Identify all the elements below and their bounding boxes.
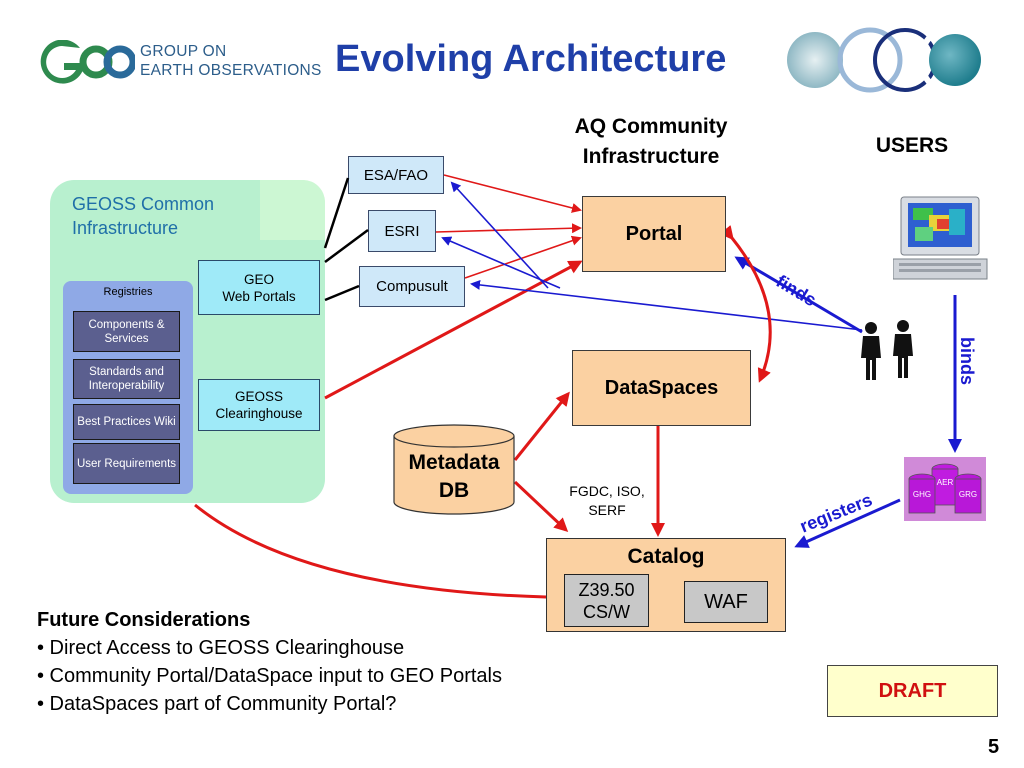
clearinghouse-line-2: Clearinghouse [215,406,303,421]
arrow-metadata-catalog [513,480,569,533]
metadata-line-1: Metadata [408,451,500,474]
arrow-to-esri [441,236,561,289]
geo-logo [40,39,137,89]
dataspaces-box: DataSpaces [572,350,751,426]
geoss-clearinghouse-box: GEOSS Clearinghouse [198,379,320,431]
fgdc-line-1: FGDC, ISO, [569,483,645,499]
clearinghouse-line-1: GEOSS [234,389,283,404]
db-label-aer: AER [937,478,954,487]
arrow-clearinghouse-portal [324,260,583,400]
aq-label-line-1: AQ Community [574,115,728,138]
users-people-icon [855,320,920,387]
registry-item-components: Components & Services [73,311,180,352]
z3950-csw-box: Z39.50 CS/W [564,574,649,627]
future-considerations: Future Considerations • Direct Access to… [37,606,502,718]
databases-icon: GHG AER GRG [904,457,986,526]
catalog-title: Catalog [627,545,705,568]
arrow-to-compusult [470,279,863,331]
arrow-esa-portal [443,174,582,213]
org-name: GROUP ON EARTH OBSERVATIONS [140,42,322,80]
future-heading: Future Considerations [37,609,251,631]
metadata-line-2: DB [438,479,470,502]
future-item-2: • Community Portal/DataSpace input to GE… [37,665,502,687]
gci-label-line-1: GEOSS Common [72,194,215,214]
computer-icon [892,195,991,288]
registry-item-user-requirements: User Requirements [73,443,180,484]
db-label-grg: GRG [959,490,977,499]
arrow-compusult-portal [464,235,582,279]
arrow-portal-dataspaces [719,225,772,383]
draft-badge: DRAFT [827,665,998,717]
z3950-line-1: Z39.50 [578,579,635,600]
gci-label-line-2: Infrastructure [72,218,179,238]
arrow-metadata-dataspaces [513,391,570,461]
arrow-to-esa [450,181,549,289]
page-title: Evolving Architecture [335,38,727,80]
arrow-registers [794,498,901,548]
binds-label: binds [957,337,977,385]
future-item-1: • Direct Access to GEOSS Clearinghouse [37,637,405,659]
page-number: 5 [988,736,1000,758]
users-label: USERS [875,134,949,157]
registries-title: Registries [103,286,153,298]
circles-emblem-icon [775,15,1000,120]
aq-community-label: AQ Community Infrastructure [553,112,749,172]
provider-esri: ESRI [368,210,436,252]
org-line-1: GROUP ON [140,43,227,60]
provider-esa-fao: ESA/FAO [348,156,444,194]
metadata-db-label: Metadata DB [392,449,516,505]
z3950-line-2: CS/W [583,601,630,622]
org-line-2: EARTH OBSERVATIONS [140,62,322,79]
provider-compusult: Compusult [359,266,465,307]
registry-item-standards: Standards and Interoperability [73,359,180,399]
panel-corner [260,180,325,240]
db-label-ghg: GHG [913,490,931,499]
arrow-esri-portal [435,223,582,234]
connector-esri [324,228,369,264]
connector-esa [323,177,350,249]
fgdc-line-2: SERF [588,502,626,518]
registry-item-best-practices: Best Practices Wiki [73,404,180,440]
geo-portals-line-2: Web Portals [222,288,296,304]
gci-label: GEOSS Common Infrastructure [72,192,214,240]
fgdc-label: FGDC, ISO, SERF [557,482,657,520]
geo-web-portals-box: GEO Web Portals [198,260,320,315]
connector-compusult [324,284,360,302]
metadata-db-cylinder [392,424,516,521]
portal-box: Portal [582,196,726,272]
arrow-catalog-gci [194,503,547,599]
aq-label-line-2: Infrastructure [582,145,720,168]
geo-portals-line-1: GEO [243,271,274,287]
waf-box: WAF [684,581,768,623]
future-item-3: • DataSpaces part of Community Portal? [37,693,397,715]
